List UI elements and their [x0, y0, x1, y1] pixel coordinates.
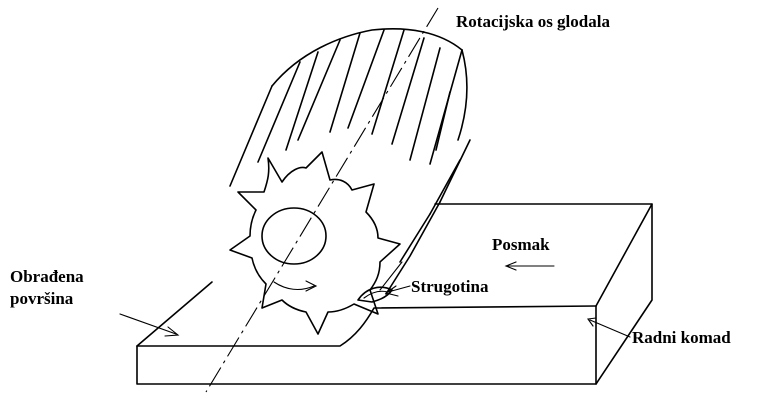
label-workpiece: Radni komad [632, 328, 731, 347]
label-feed: Posmak [492, 235, 550, 254]
chip [358, 287, 392, 302]
label-chip: Strugotina [411, 277, 489, 296]
label-machined-surface-line2: površina [10, 289, 74, 308]
leader-lines [120, 262, 630, 337]
label-rotation-axis: Rotacijska os glodala [456, 12, 610, 31]
rotation-axis-line [206, 8, 438, 392]
workpiece-block [137, 204, 652, 384]
milling-cutter [230, 29, 470, 294]
label-machined-surface-line1: Obrađena [10, 267, 84, 286]
spindle-bore [262, 208, 326, 264]
rotation-arrow [274, 282, 314, 289]
cutter-front-face [230, 152, 400, 334]
